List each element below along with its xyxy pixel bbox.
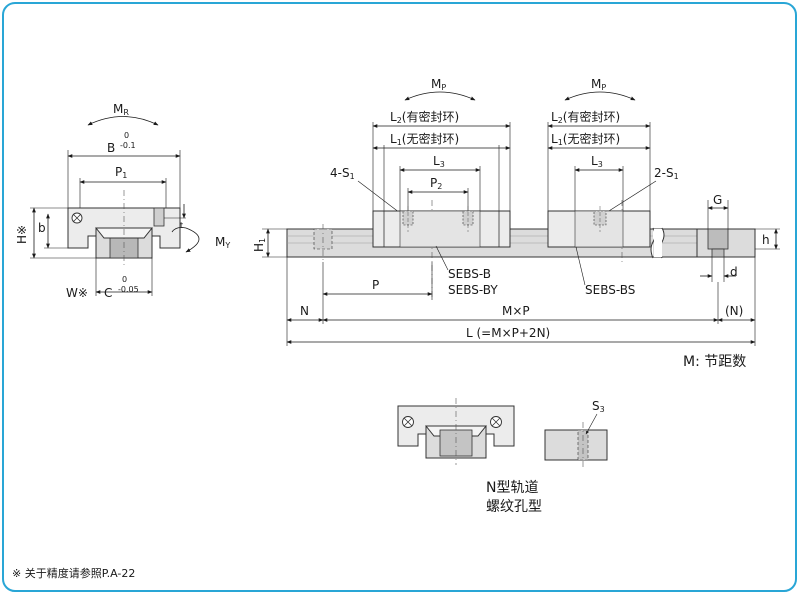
h1-label: H1	[252, 238, 267, 252]
mxp-label: M×P	[502, 304, 530, 318]
l2-right-label: L2(有密封环)	[551, 109, 620, 125]
accuracy-footnote: ※ 关于精度请参照P.A-22	[12, 566, 135, 580]
b-tol-upper: 0	[124, 131, 129, 140]
n-type-detail: S3 N型轨道 螺纹孔型	[397, 398, 608, 515]
g-label: G	[713, 193, 722, 207]
l3-right-label: L3	[591, 154, 603, 169]
p1-label: P1	[115, 165, 127, 180]
n-label: N	[300, 304, 309, 318]
side-view: MR B 0 -0.1 P1 H※ b	[15, 102, 230, 300]
b-small-label: b	[38, 221, 46, 235]
tapped-hole	[153, 207, 165, 227]
p-label: P	[372, 278, 379, 292]
moment-y-label: MY	[215, 235, 230, 250]
p2-label: P2	[430, 176, 442, 191]
d-label: d	[730, 265, 738, 279]
w-label: W※	[66, 286, 88, 300]
s3-label: S3	[592, 399, 605, 414]
n-type-caption-1: N型轨道	[486, 480, 538, 496]
n-type-rail-side	[544, 429, 608, 461]
moment-p-left-label: MP	[431, 77, 446, 92]
rail-end-counterbore	[707, 228, 729, 250]
c-label: C	[104, 286, 112, 300]
moment-p-left-arc	[404, 91, 476, 101]
b-tol-lower: -0.1	[120, 141, 136, 150]
moment-r-label: MR	[113, 102, 129, 117]
hole-left-label: 4-S1	[330, 166, 355, 181]
m-pitch-note: M: 节距数	[683, 354, 746, 370]
moment-p-right-label: MP	[591, 77, 606, 92]
l2-left-label: L2(有密封环)	[390, 109, 459, 125]
c-tol-lower: -0.05	[118, 285, 139, 294]
model-sebs-by: SEBS-BY	[448, 283, 498, 297]
t-label: t	[180, 221, 183, 230]
moment-p-right-arc	[564, 91, 636, 101]
moment-r-arc	[87, 116, 159, 126]
hole-right-label: 2-S1	[654, 166, 679, 181]
l1-left-label: L1(无密封环)	[390, 131, 459, 147]
n-type-caption-2: 螺纹孔型	[486, 499, 542, 515]
l3-left-label: L3	[433, 154, 445, 169]
model-sebs-bs: SEBS-BS	[585, 283, 635, 297]
l-total-label: L (=M×P+2N)	[466, 326, 550, 340]
n-end-label: (N)	[725, 304, 743, 318]
b-width-label: B	[107, 141, 115, 155]
model-sebs-b: SEBS-B	[448, 267, 491, 281]
c-tol-upper: 0	[122, 275, 127, 284]
l1-right-label: L1(无密封环)	[551, 131, 620, 147]
front-view: MP MP L2(有密封环) L1(无密封环) L2(有密封环) L1(无密封环…	[252, 77, 780, 370]
h-small-label: h	[762, 233, 770, 247]
moment-y-arc	[185, 227, 200, 253]
h-height-label: H※	[15, 225, 29, 244]
